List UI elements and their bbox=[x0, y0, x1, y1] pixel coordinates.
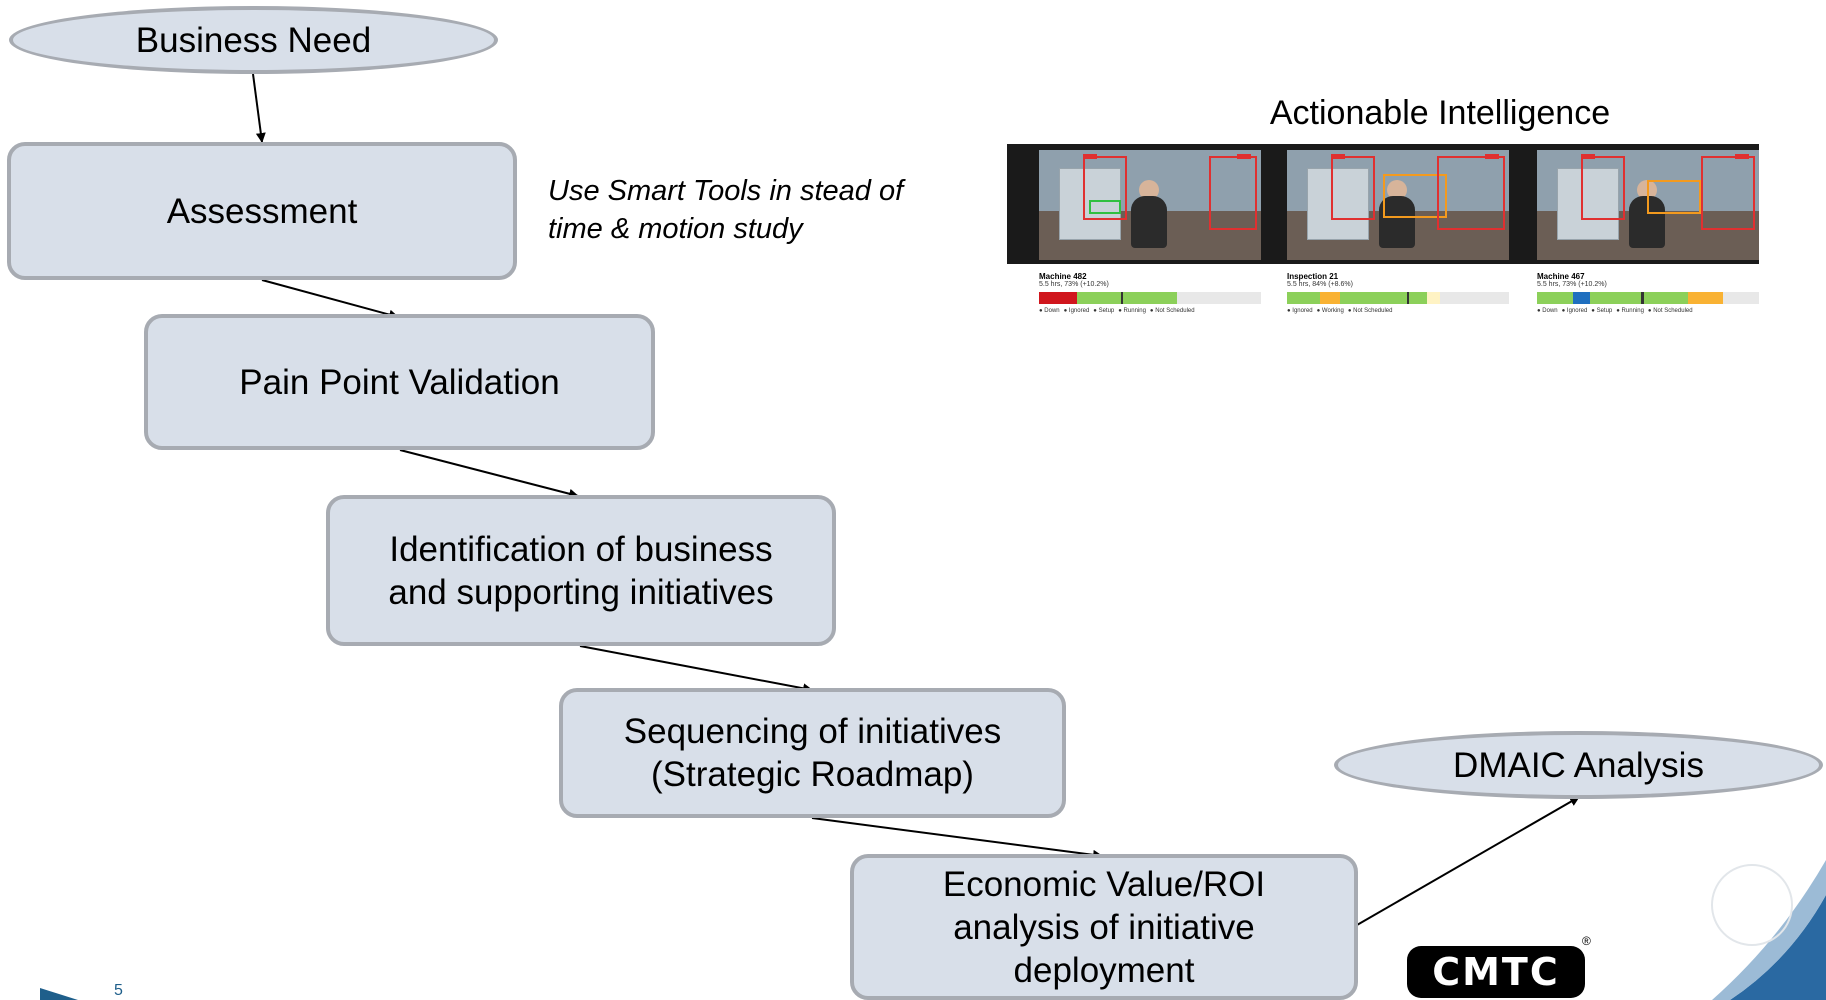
arrow-need-to-assessment bbox=[252, 73, 266, 143]
node-identification-label: Identification of business and supportin… bbox=[388, 529, 774, 612]
panel-3-legend: ● Down● Ignored● Setup● Running● Not Sch… bbox=[1537, 308, 1693, 314]
panel-1-timeline-bar bbox=[1039, 292, 1261, 304]
cmtc-logo-text: CMTC bbox=[1432, 950, 1560, 994]
page-number: 5 bbox=[114, 982, 123, 999]
node-business-need: Business Need bbox=[9, 6, 498, 74]
panel-2-name: Inspection 21 bbox=[1287, 272, 1339, 281]
camera-feed-3 bbox=[1537, 150, 1759, 260]
node-pain-point-validation: Pain Point Validation bbox=[144, 314, 655, 450]
panel-1-sub: 5.5 hrs, 73% (+10.2%) bbox=[1039, 281, 1109, 288]
arrow-pain-to-identification bbox=[399, 449, 579, 499]
watermark-sun bbox=[1711, 864, 1793, 946]
status-panel-2: Inspection 21 5.5 hrs, 84% (+8.6%) ● Ign… bbox=[1287, 272, 1509, 316]
panel-3-timeline-bar bbox=[1537, 292, 1759, 304]
panel-2-sub: 5.5 hrs, 84% (+8.6%) bbox=[1287, 281, 1353, 288]
status-panel-3: Machine 467 5.5 hrs, 73% (+10.2%) ● Down… bbox=[1537, 272, 1759, 316]
node-business-need-label: Business Need bbox=[135, 20, 372, 60]
node-sequencing-label: Sequencing of initiatives (Strategic Roa… bbox=[623, 712, 1002, 794]
corner-swoosh-light bbox=[1712, 860, 1826, 1000]
status-panel-1: Machine 482 5.5 hrs, 73% (+10.2%) ● Down… bbox=[1039, 272, 1261, 316]
cmtc-logo: CMTC bbox=[1407, 946, 1585, 998]
page-marker-triangle bbox=[40, 988, 78, 1000]
node-dmaic-analysis: DMAIC Analysis bbox=[1334, 731, 1823, 799]
node-identification: Identification of business and supportin… bbox=[326, 495, 836, 646]
corner-swoosh bbox=[1730, 895, 1826, 1000]
arrow-sequencing-to-economic bbox=[811, 817, 1103, 860]
smart-tools-note: Use Smart Tools in stead of time & motio… bbox=[548, 175, 904, 245]
camera-panel-strip bbox=[1007, 144, 1759, 264]
node-assessment-label: Assessment bbox=[166, 191, 358, 231]
arrow-assessment-to-pain bbox=[261, 279, 399, 320]
camera-feed-1 bbox=[1039, 150, 1261, 260]
panel-1-name: Machine 482 bbox=[1039, 272, 1087, 281]
actionable-intelligence-title: Actionable Intelligence bbox=[1269, 94, 1611, 132]
node-economic-label: Economic Value/ROI analysis of initiativ… bbox=[942, 864, 1266, 990]
panel-2-timeline-bar bbox=[1287, 292, 1509, 304]
panel-3-name: Machine 467 bbox=[1537, 272, 1585, 281]
node-dmaic-label: DMAIC Analysis bbox=[1453, 745, 1704, 785]
arrow-identification-to-sequencing bbox=[579, 645, 813, 694]
arrow-economic-to-dmaic bbox=[1356, 796, 1580, 926]
camera-feed-2 bbox=[1287, 150, 1509, 260]
node-sequencing: Sequencing of initiatives (Strategic Roa… bbox=[559, 688, 1066, 818]
node-assessment: Assessment bbox=[7, 142, 517, 280]
node-economic-value: Economic Value/ROI analysis of initiativ… bbox=[850, 854, 1358, 1000]
panel-3-sub: 5.5 hrs, 73% (+10.2%) bbox=[1537, 281, 1607, 288]
panel-2-legend: ● Ignored● Working● Not Scheduled bbox=[1287, 308, 1393, 314]
registered-mark: ® bbox=[1582, 934, 1591, 948]
panel-1-legend: ● Down● Ignored● Setup● Running● Not Sch… bbox=[1039, 308, 1195, 314]
node-pain-point-label: Pain Point Validation bbox=[239, 362, 560, 402]
